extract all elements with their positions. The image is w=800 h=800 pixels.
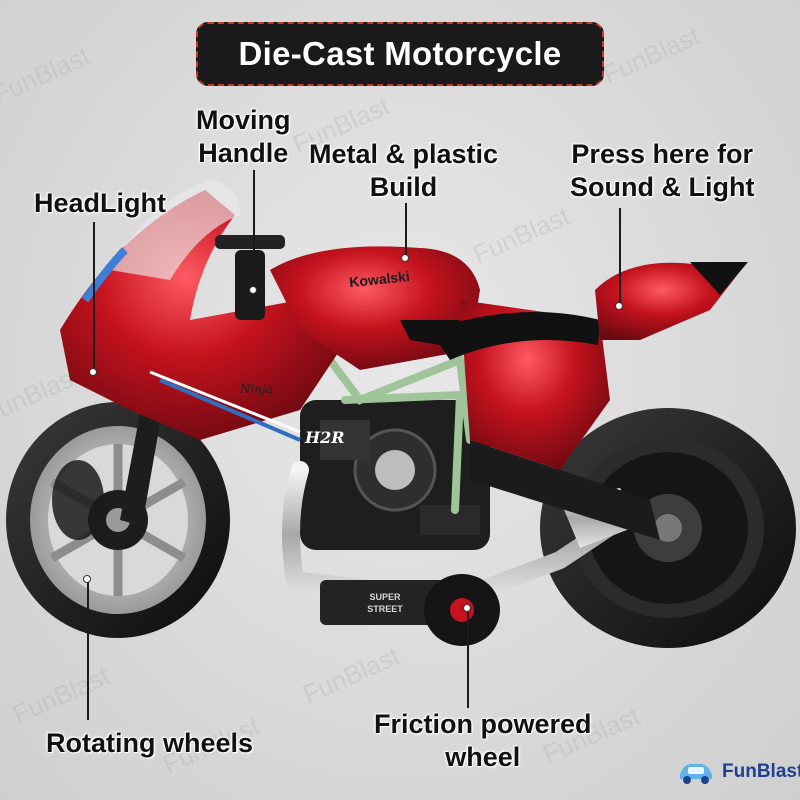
callout-dot-headlight (89, 368, 97, 376)
label-press-sound: Press here for Sound & Light (570, 138, 754, 204)
callout-line-friction (467, 610, 469, 708)
trellis-frame (326, 354, 474, 514)
fairing: Kowalski Ninja H2R (60, 180, 748, 470)
fairing-badge-text: Ninja (239, 382, 273, 396)
label-press-sound-line1: Press here for (571, 139, 754, 169)
car-icon (680, 764, 712, 784)
stand-text-super: SUPER (369, 592, 401, 602)
label-friction-wheel: Friction powered wheel (374, 708, 592, 774)
label-press-sound-line2: Sound & Light (570, 172, 755, 202)
callout-line-build (405, 203, 407, 258)
swingarm (470, 440, 660, 540)
callout-line-sound (619, 208, 621, 305)
label-headlight: HeadLight (34, 188, 166, 218)
label-moving-handle: Moving Handle (196, 104, 291, 170)
callout-dot-build (401, 254, 409, 262)
callout-line-wheels (87, 580, 89, 720)
callout-dot-wheels (83, 575, 91, 583)
brand-logo: FunBlast (676, 752, 800, 792)
label-metal-build: Metal & plastic Build (309, 138, 498, 204)
friction-stand: SUPER STREET (320, 574, 500, 646)
front-wheel (6, 402, 230, 638)
callout-line-headlight (93, 222, 95, 372)
callout-line-handle (253, 170, 255, 290)
callout-dot-handle (249, 286, 257, 294)
label-moving-handle-line2: Handle (198, 138, 289, 168)
label-metal-build-line1: Metal & plastic (309, 139, 499, 169)
callout-dot-friction (463, 604, 471, 612)
label-rotating-wheels: Rotating wheels (46, 728, 254, 758)
handlebar (215, 235, 285, 320)
side-model-text: H2R (304, 428, 345, 447)
tank-brand-text: Kowalski (348, 268, 410, 290)
brand-name: FunBlast (722, 761, 800, 782)
stand-text-street: STREET (367, 604, 403, 614)
label-friction-line2: wheel (445, 742, 521, 772)
label-metal-build-line2: Build (369, 172, 438, 202)
callout-dot-sound (615, 302, 623, 310)
rear-wheel (540, 408, 796, 648)
title-banner: Die-Cast Motorcycle (196, 22, 604, 86)
label-friction-line1: Friction powered (374, 709, 592, 739)
page-title: Die-Cast Motorcycle (238, 35, 562, 72)
engine (300, 400, 490, 550)
label-moving-handle-line1: Moving (196, 105, 291, 135)
